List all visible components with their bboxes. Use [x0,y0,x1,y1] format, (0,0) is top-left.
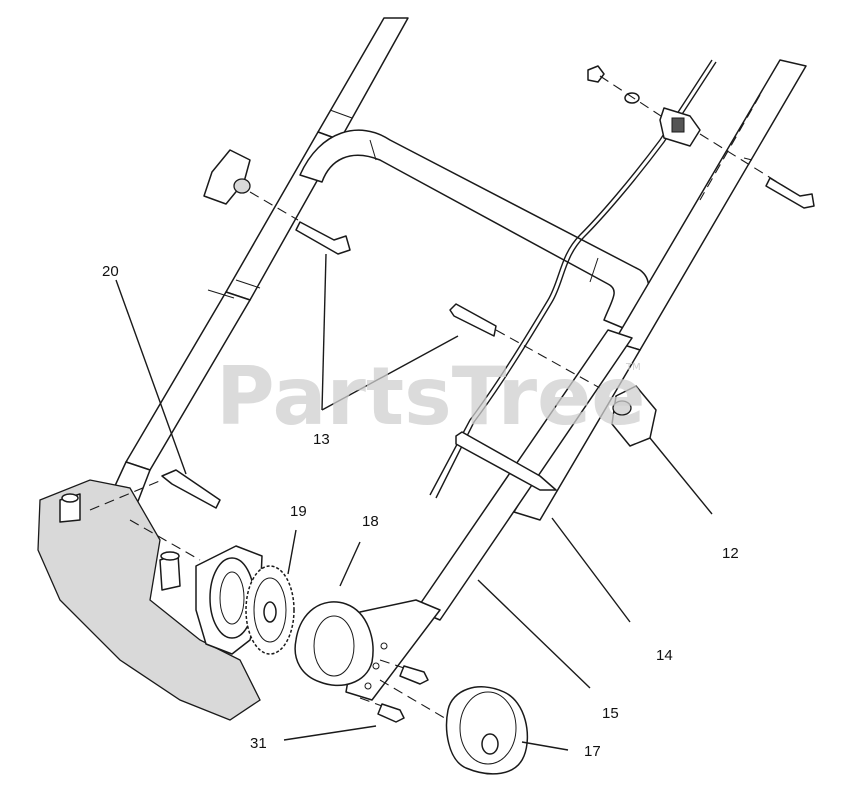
watermark-text: PartsTree [216,350,646,443]
callout-14: 14 [656,647,673,664]
leader-lines [115,253,713,751]
top-right-hardware [587,65,815,209]
upper-cross-bar [299,129,650,331]
callout-20: 20 [102,263,119,280]
callout-19: 19 [290,503,307,520]
adjuster-gear [245,565,295,655]
assembly-center-lines [129,519,449,721]
control-cable [429,59,717,499]
height-adjuster-housing [195,545,263,655]
carriage-bolt-upper [295,221,351,255]
pivot-bolt [89,469,221,511]
right-handle-tube [513,59,807,521]
callout-17: 17 [584,743,601,760]
carriage-bolt-middle [449,303,601,389]
wheel-hub-cap [445,686,529,775]
cable-guide-bar [455,431,557,491]
callout-31: 31 [250,735,267,752]
hex-bolt-upper [379,659,429,685]
callout-15: 15 [602,705,619,722]
mower-deck-left [37,479,261,721]
callout-12: 12 [722,545,739,562]
callout-18: 18 [362,513,379,530]
callout-13: 13 [313,431,330,448]
upper-left-knob [203,149,299,221]
spring-assembly [294,601,374,687]
watermark-trademark: TM [625,362,641,373]
hex-bolt-lower [359,697,405,723]
